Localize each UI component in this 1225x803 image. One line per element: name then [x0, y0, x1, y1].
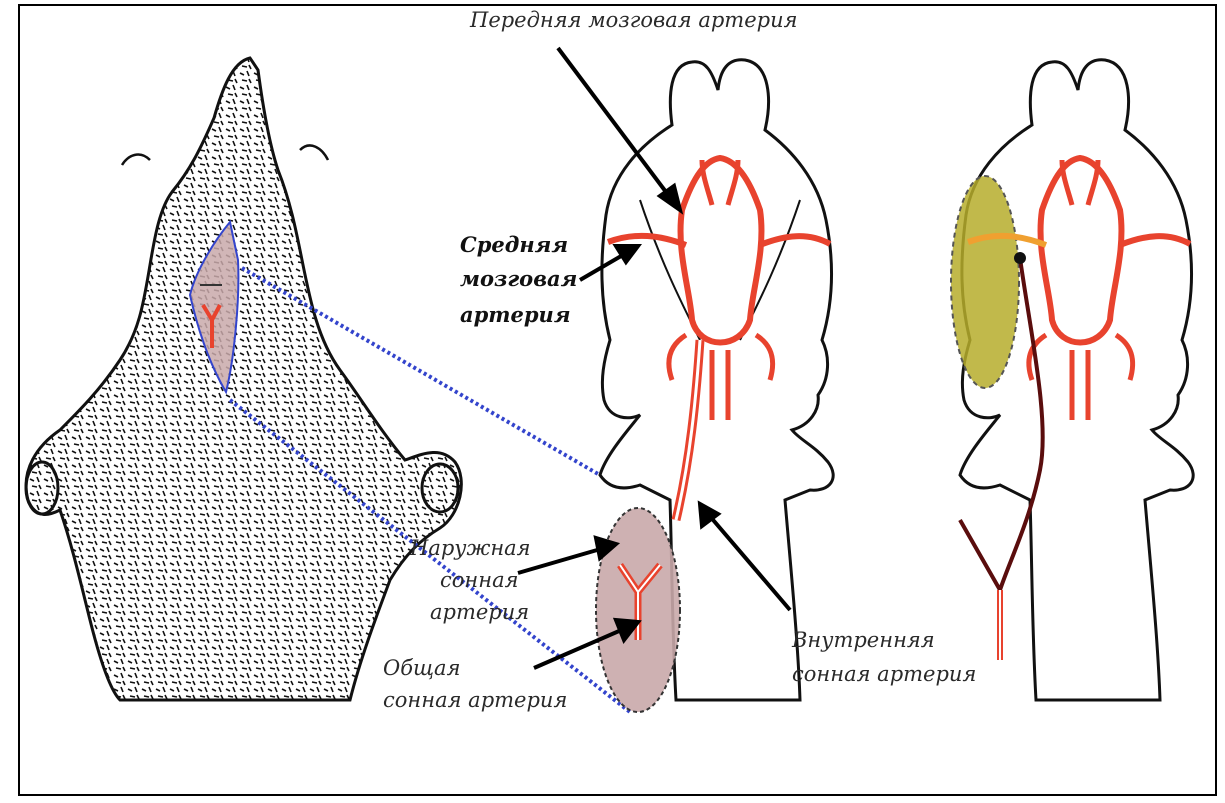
rat-body-outline — [26, 58, 461, 700]
label-anterior-cerebral-artery: Передняя мозговая артерия — [470, 8, 798, 33]
rat-whisker — [300, 145, 328, 160]
label-internal-line1: Внутренняя — [792, 628, 935, 653]
brain-diagram-normal — [596, 60, 833, 712]
label-external-line1: Наружная — [410, 536, 531, 561]
infarct-zone — [951, 176, 1019, 388]
label-middle-line1: Средняя — [460, 232, 568, 257]
label-internal-line2: сонная артерия — [792, 662, 976, 687]
label-external-line3: артерия — [430, 600, 529, 625]
label-common-line1: Общая — [383, 656, 460, 681]
label-common-line2: сонная артерия — [383, 688, 567, 713]
filament-tip — [1014, 252, 1026, 264]
rat-whisker — [122, 155, 150, 165]
brain-diagram-occluded — [951, 60, 1193, 700]
label-middle-line3: артерия — [460, 302, 571, 327]
anterior-pointer — [558, 48, 672, 200]
label-middle-line2: мозговая — [460, 266, 577, 291]
rat-illustration — [26, 58, 461, 700]
label-external-line2: сонная — [440, 568, 519, 593]
